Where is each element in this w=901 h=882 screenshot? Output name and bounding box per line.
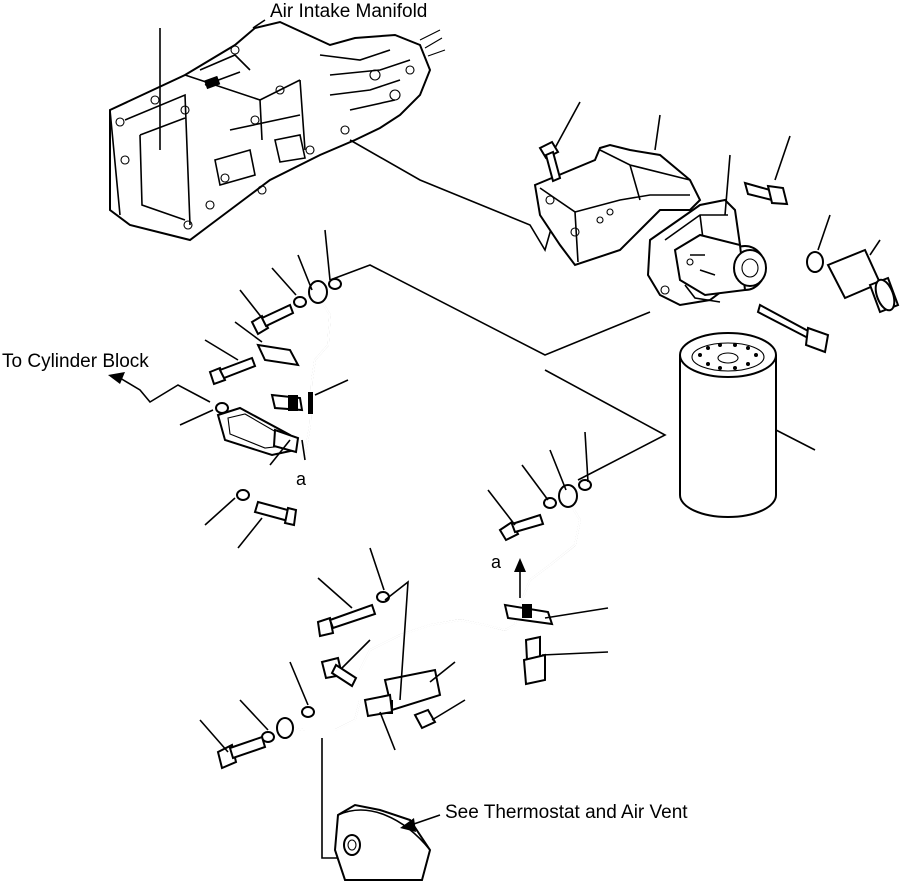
leader-line <box>297 254 313 291</box>
fuel-tube-lower <box>276 484 582 739</box>
leader-line <box>487 489 516 526</box>
washer <box>293 296 307 308</box>
leader-line <box>544 607 609 619</box>
leader-line <box>239 699 269 731</box>
leader-line <box>234 321 263 343</box>
washer <box>376 591 390 603</box>
bolt <box>320 656 358 688</box>
leader-line <box>289 661 309 706</box>
leader-line <box>521 464 549 501</box>
thermostat-housing <box>333 803 432 881</box>
filter-head <box>533 114 767 307</box>
fuel-tube-upper <box>216 280 332 457</box>
nut <box>413 708 437 730</box>
bolt <box>743 135 791 206</box>
to-cylinder-block-label: To Cylinder Block <box>2 351 149 372</box>
leader-line <box>349 139 556 252</box>
leader-line <box>324 229 331 281</box>
reference-a-lower: a <box>491 552 502 572</box>
air-intake-manifold-label: Air Intake Manifold <box>270 1 427 22</box>
leader-line <box>369 547 385 591</box>
washer <box>215 402 229 414</box>
air-intake-manifold <box>109 19 446 242</box>
clamp <box>363 603 554 718</box>
leader-line <box>379 711 396 751</box>
washer <box>543 497 557 509</box>
leader-line <box>271 267 297 296</box>
reference-a-upper: a <box>296 469 307 489</box>
leader-line <box>204 339 239 361</box>
leader-line <box>431 699 466 721</box>
leader-line <box>239 289 263 319</box>
see-thermostat-label: See Thermostat and Air Vent <box>445 802 688 823</box>
bolt <box>756 303 830 354</box>
leader-line <box>541 651 609 656</box>
clamp <box>256 343 313 414</box>
washer <box>301 706 315 718</box>
leader-line <box>237 517 263 549</box>
leader-line <box>584 431 589 483</box>
washer <box>236 489 250 501</box>
plug <box>826 239 900 314</box>
leader-line <box>329 264 651 356</box>
fuel-filter-cartridge <box>679 332 816 518</box>
bolt <box>498 513 545 542</box>
leader-line <box>199 719 229 753</box>
leader-line <box>179 409 214 426</box>
o-ring <box>806 214 831 273</box>
leader-line <box>549 449 567 491</box>
bolt <box>522 635 546 686</box>
leader-line <box>341 639 371 669</box>
bolt <box>538 101 581 183</box>
leader-line <box>269 439 291 466</box>
bolt <box>316 603 377 638</box>
washer <box>328 278 342 290</box>
leader-line <box>384 580 409 701</box>
leader-line <box>317 577 353 609</box>
leader-line <box>119 377 211 404</box>
leader-line <box>204 497 236 526</box>
bolt <box>208 356 257 386</box>
bolt <box>253 500 298 527</box>
bolt <box>216 735 267 770</box>
leader-line <box>544 369 667 481</box>
leader-line <box>314 379 349 396</box>
washer <box>578 479 592 491</box>
leader-line <box>429 661 456 683</box>
leader-line <box>301 439 306 461</box>
bolt <box>250 303 295 336</box>
